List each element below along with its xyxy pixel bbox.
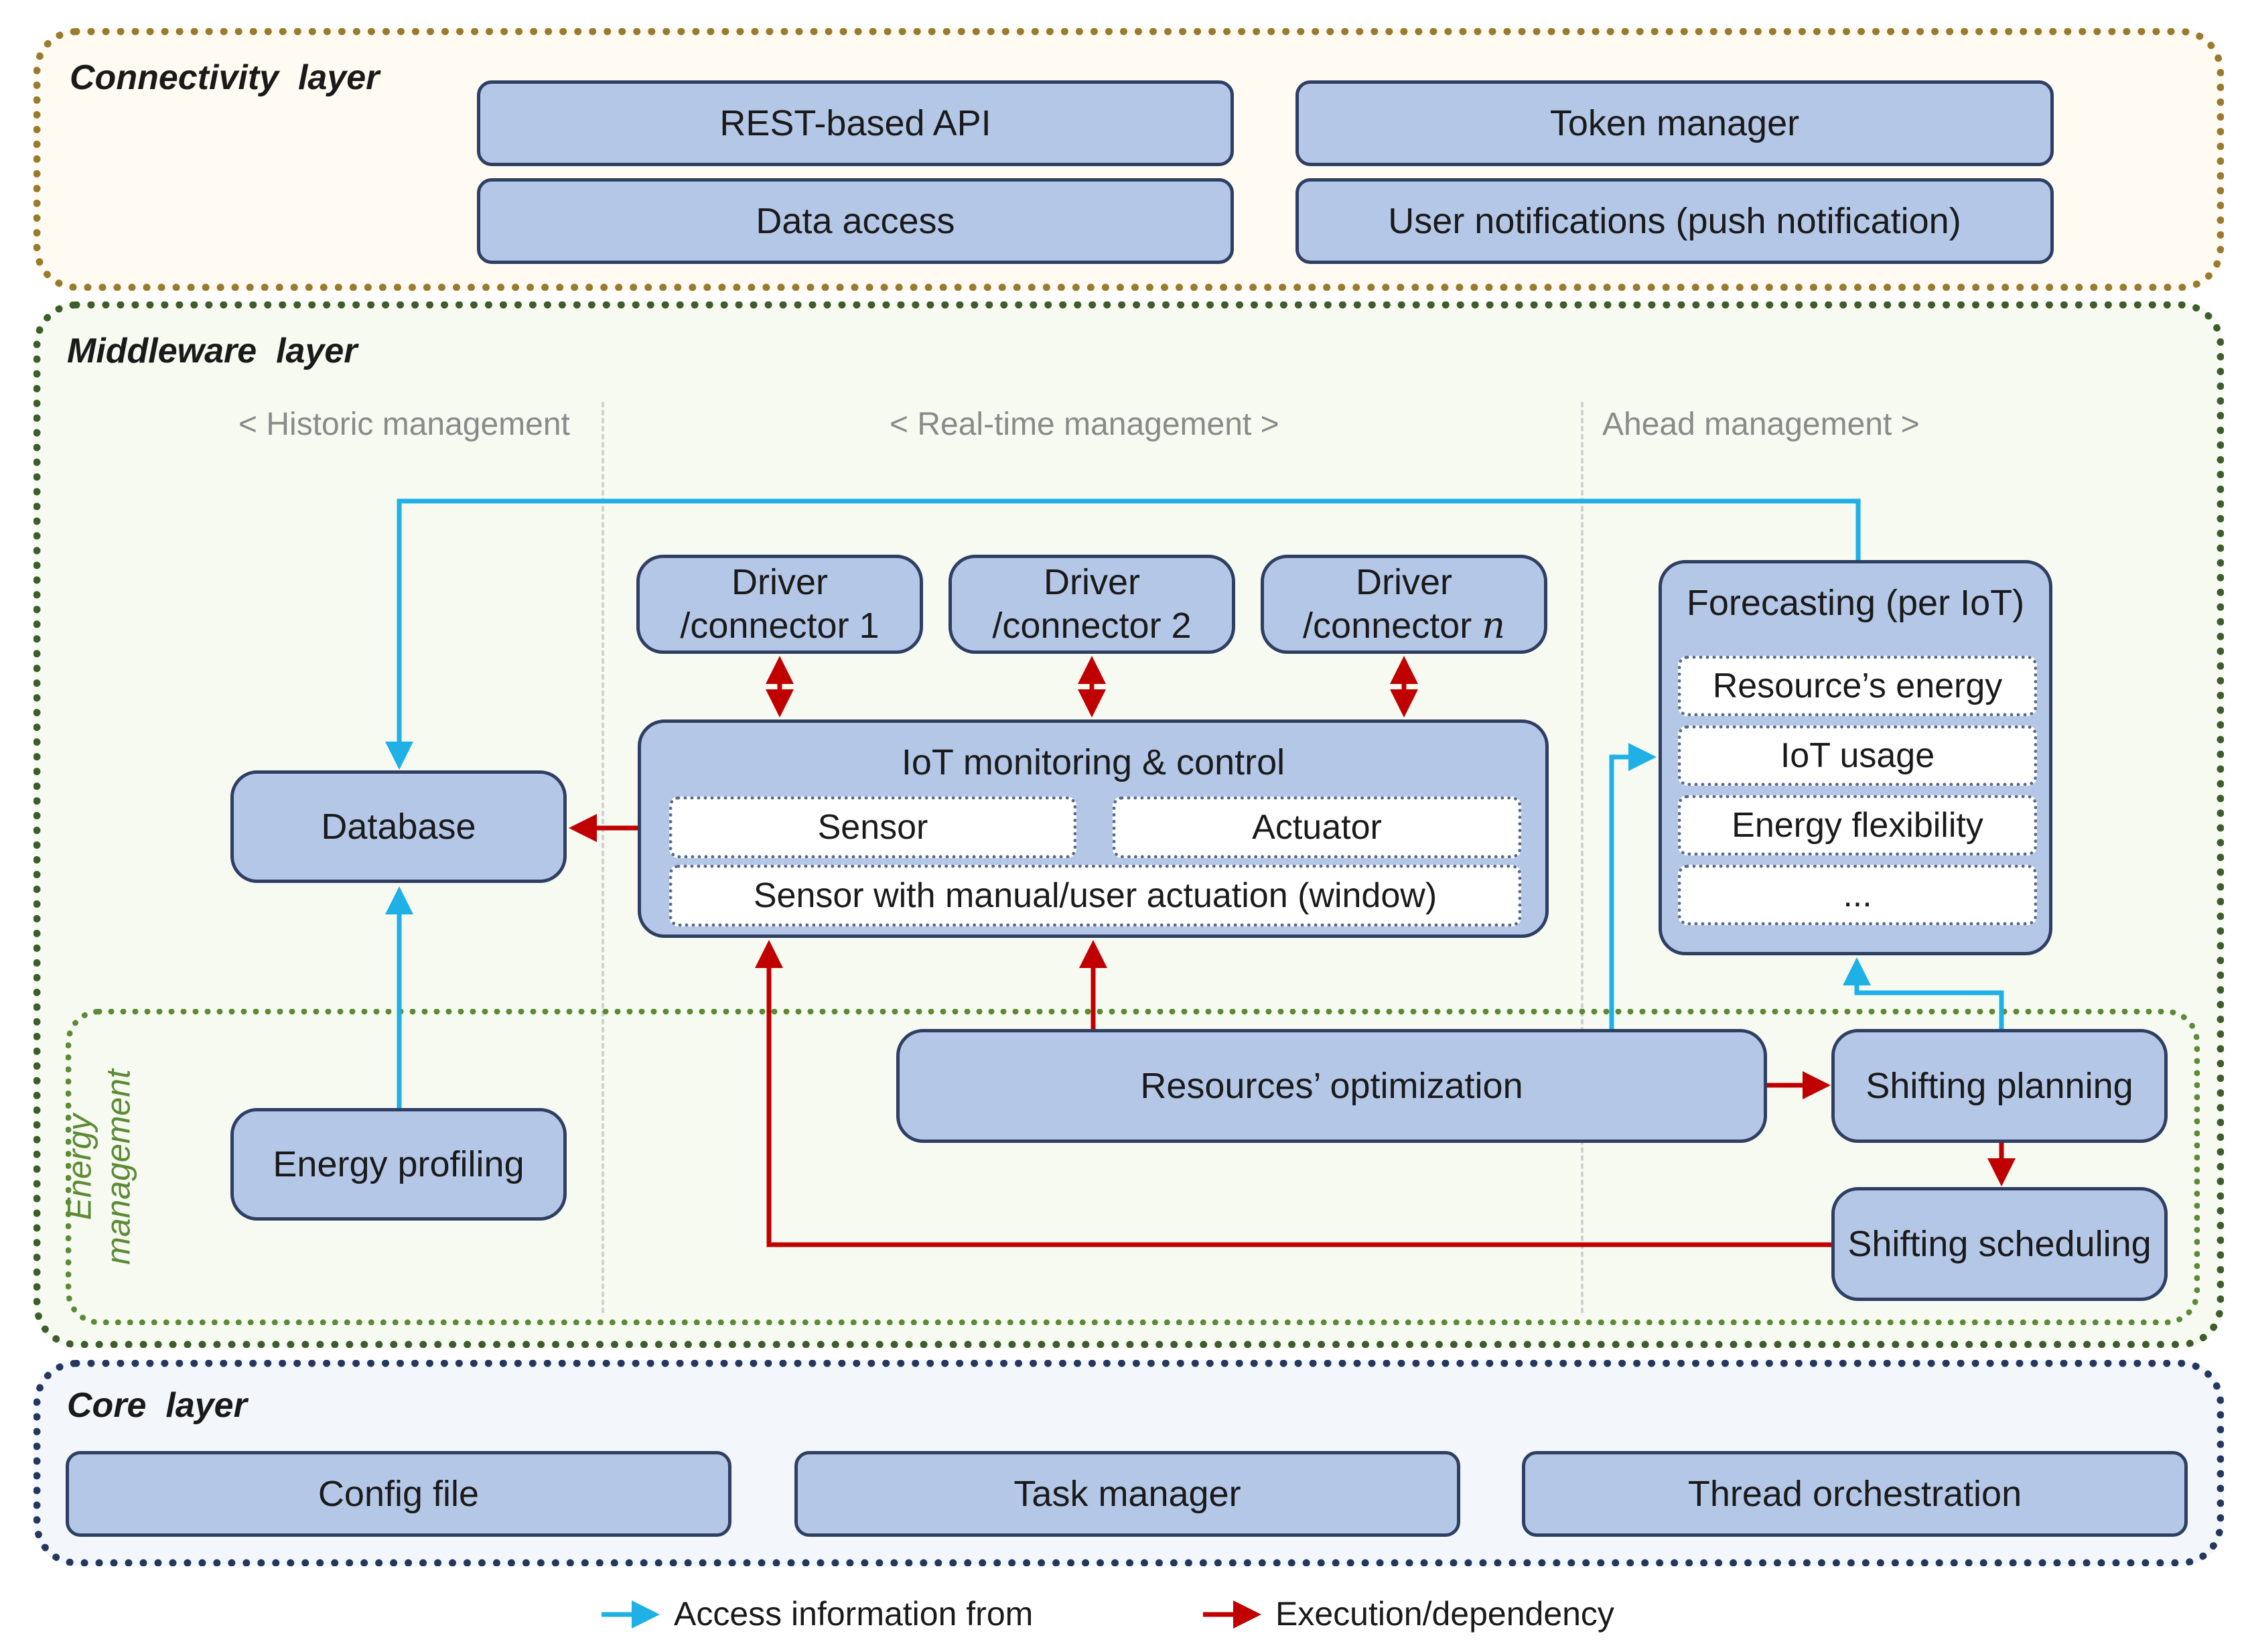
energy-profiling-box: Energy profiling [230, 1108, 567, 1221]
legend-execution-label: Execution/dependency [1275, 1595, 1614, 1633]
arrow-optimization-to-iot-usage [1609, 743, 1657, 1029]
user-notifications-box: User notifications (push notification) [1295, 178, 2054, 264]
thread-orchestration-box: Thread orchestration [1522, 1451, 2188, 1537]
iot-monitoring-control-box: IoT monitoring & control Sensor Actuator… [638, 719, 1549, 938]
driver-1-line1: Driver [731, 562, 828, 603]
forecast-resource-energy: Resource’s energy [1678, 656, 2037, 716]
driver-connector-1-box: Driver /connector 1 [636, 555, 923, 654]
legend-access-label: Access information from [674, 1595, 1034, 1633]
token-manager-box: Token manager [1295, 80, 2054, 166]
sensor-manual-actuation-box: Sensor with manual/user actuation (windo… [669, 865, 1521, 926]
core-layer-title: Core layer [67, 1386, 247, 1425]
shifting-scheduling-box: Shifting scheduling [1831, 1187, 2168, 1301]
driver-connector-2-box: Driver /connector 2 [949, 555, 1235, 654]
shifting-planning-box: Shifting planning [1831, 1029, 2168, 1143]
driver-n-prefix: /connector [1303, 606, 1482, 646]
iot-monitoring-title: IoT monitoring & control [901, 742, 1285, 782]
connectivity-layer-title: Connectivity layer [70, 58, 380, 97]
section-divider-left [602, 402, 604, 1313]
ahead-management-label: Ahead management > [1602, 407, 1920, 442]
section-divider-right [1581, 402, 1584, 1313]
data-access-box: Data access [477, 178, 1234, 264]
resources-optimization-box: Resources’ optimization [896, 1029, 1767, 1143]
historic-management-label: < Historic management [238, 407, 570, 442]
driver-2-line1: Driver [1044, 562, 1140, 603]
middleware-layer-title: Middleware layer [67, 332, 358, 370]
driver-n-variable: n [1482, 604, 1505, 646]
actuator-box: Actuator [1113, 797, 1521, 858]
forecasting-box: Forecasting (per IoT) Resource’s energy … [1659, 560, 2052, 955]
driver-n-line1: Driver [1356, 562, 1452, 603]
driver-n-line2: /connector n [1303, 604, 1505, 648]
forecast-energy-flexibility: Energy flexibility [1678, 795, 2037, 855]
forecasting-title: Forecasting (per IoT) [1686, 583, 2025, 623]
driver-1-line2: /connector 1 [680, 606, 880, 646]
driver-connector-n-box: Driver /connector n [1261, 555, 1547, 654]
arrow-scheduling-to-iot [755, 940, 1831, 1247]
arrow-shifting-planning-to-forecasting [1843, 957, 2004, 1029]
forecast-iot-usage: IoT usage [1678, 726, 2037, 786]
database-box: Database [230, 770, 567, 883]
task-manager-box: Task manager [794, 1451, 1460, 1537]
forecast-ellipsis: ... [1678, 865, 2037, 925]
arrow-forecasting-to-database [385, 498, 1861, 770]
rest-api-box: REST-based API [477, 80, 1234, 166]
config-file-box: Config file [66, 1451, 731, 1537]
driver-2-line2: /connector 2 [992, 606, 1192, 646]
sensor-box: Sensor [669, 797, 1076, 858]
energy-management-region [66, 1009, 2200, 1325]
realtime-management-label: < Real-time management > [890, 407, 1279, 442]
